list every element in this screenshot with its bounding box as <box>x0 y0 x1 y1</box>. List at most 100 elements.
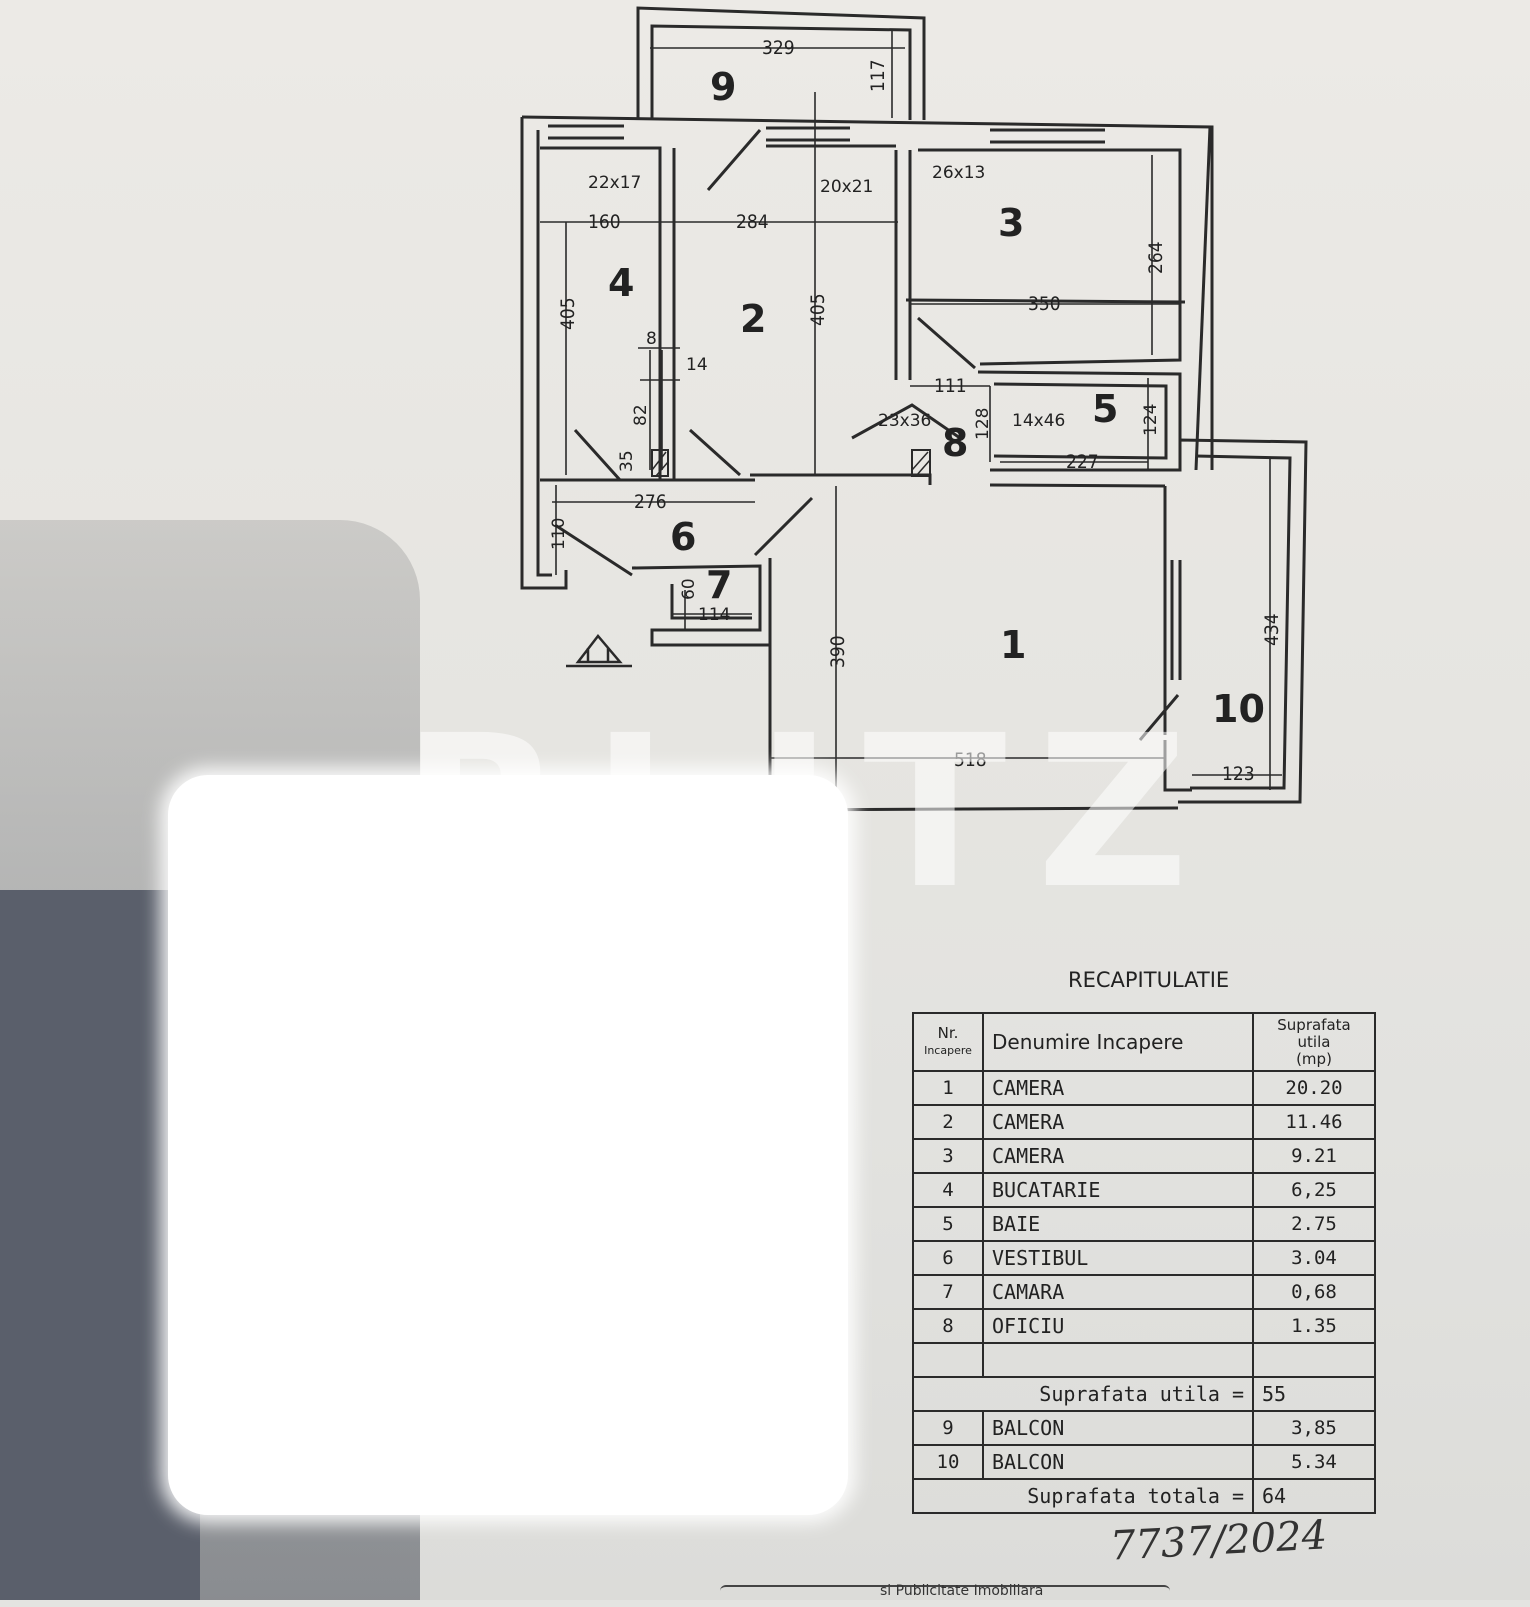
dim-label: 350 <box>1028 293 1061 315</box>
row-name: BALCON <box>982 1410 1254 1446</box>
row-area: 1.35 <box>1252 1308 1376 1344</box>
dim-label: 60 <box>679 578 699 600</box>
row-name: BUCATARIE <box>982 1172 1254 1208</box>
header-nr: Nr. Incapere <box>912 1012 984 1072</box>
room-number-3: 3 <box>998 201 1024 245</box>
dim-label: 110 <box>549 518 569 550</box>
header-name: Denumire Incapere <box>982 1012 1254 1072</box>
row-area: 11.46 <box>1252 1104 1376 1140</box>
row-area: 20.20 <box>1252 1070 1376 1106</box>
row-area: 0,68 <box>1252 1274 1376 1310</box>
dim-label: 123 <box>1222 763 1255 785</box>
room-number-10: 10 <box>1212 687 1265 731</box>
dim-label: 276 <box>634 491 667 513</box>
dim-label: 227 <box>1066 451 1099 473</box>
room-number-2: 2 <box>740 297 766 341</box>
room-number-1: 1 <box>1000 623 1026 667</box>
room-number-8: 8 <box>942 421 968 465</box>
row-area-empty <box>1252 1342 1376 1378</box>
dim-label: 22x17 <box>588 173 641 193</box>
dim-label: 117 <box>867 59 889 92</box>
dim-label: 23x36 <box>878 411 931 431</box>
total-area-value: 64 <box>1253 1478 1376 1514</box>
dim-label: 111 <box>934 375 967 397</box>
header-nr-sub: Incapere <box>924 1044 972 1057</box>
row-nr: 2 <box>912 1104 984 1140</box>
table-header-row: Nr. Incapere Denumire Incapere Suprafata… <box>912 1012 1376 1072</box>
util-area-value: 55 <box>1253 1376 1376 1412</box>
dim-label: 26x13 <box>932 163 985 183</box>
recap-title: RECAPITULATIE <box>1068 968 1230 992</box>
total-area-label: Suprafata totala = <box>912 1478 1254 1514</box>
row-name: VESTIBUL <box>982 1240 1254 1276</box>
dim-label: 114 <box>698 605 730 625</box>
footer-stamp-border <box>720 1585 1170 1607</box>
row-area: 3,85 <box>1252 1410 1376 1446</box>
room-number-5: 5 <box>1092 387 1118 431</box>
row-nr: 4 <box>912 1172 984 1208</box>
dim-label: 35 <box>617 450 637 472</box>
row-nr: 1 <box>912 1070 984 1106</box>
room-number-6: 6 <box>670 515 696 559</box>
total-area-row: Suprafata totala = 64 <box>912 1478 1376 1514</box>
dim-label: 390 <box>827 635 849 668</box>
row-name-empty <box>982 1342 1254 1378</box>
row-area: 6,25 <box>1252 1172 1376 1208</box>
table-row-empty <box>912 1342 1376 1378</box>
row-nr: 9 <box>912 1410 984 1446</box>
room-number-4: 4 <box>608 261 634 305</box>
dim-label: 124 <box>1141 404 1161 436</box>
area-summary-table: Nr. Incapere Denumire Incapere Suprafata… <box>912 1012 1376 1514</box>
row-name: CAMERA <box>982 1138 1254 1174</box>
row-name: CAMERA <box>982 1070 1254 1106</box>
header-area: Suprafata utila (mp) <box>1252 1012 1376 1072</box>
row-nr: 10 <box>912 1444 984 1480</box>
scan-shadow-dark <box>0 890 200 1600</box>
wall-lines <box>520 6 1308 812</box>
footer-stamp-text: si Publicitate Imobiliara <box>880 1583 1044 1599</box>
row-name: BAIE <box>982 1206 1254 1242</box>
dim-label: 20x21 <box>820 177 873 197</box>
dim-label: 160 <box>588 211 621 233</box>
row-nr: 5 <box>912 1206 984 1242</box>
dim-label: 284 <box>736 211 769 233</box>
header-area-label: Suprafata utila <box>1277 1015 1351 1051</box>
entrance-arrow-icon <box>566 634 632 668</box>
row-area: 2.75 <box>1252 1206 1376 1242</box>
row-area: 5.34 <box>1252 1444 1376 1480</box>
header-nr-label: Nr. <box>937 1024 959 1042</box>
row-name: CAMARA <box>982 1274 1254 1310</box>
dim-label: 264 <box>1145 241 1167 274</box>
row-area: 3.04 <box>1252 1240 1376 1276</box>
row-area: 9.21 <box>1252 1138 1376 1174</box>
header-area-unit: (mp) <box>1296 1049 1332 1068</box>
room-number-7: 7 <box>706 563 732 607</box>
row-nr-empty <box>912 1342 984 1378</box>
row-name: OFICIU <box>982 1308 1254 1344</box>
row-nr: 3 <box>912 1138 984 1174</box>
hatched-column <box>651 449 931 477</box>
dim-label: 434 <box>1261 613 1283 646</box>
dim-label: 518 <box>954 749 987 771</box>
dimension-lines <box>540 30 1282 800</box>
dim-label: 14x46 <box>1012 411 1065 431</box>
dim-label: 128 <box>973 408 993 440</box>
dim-label: 82 <box>631 404 651 426</box>
dim-label: 405 <box>807 293 829 326</box>
row-nr: 6 <box>912 1240 984 1276</box>
row-name: BALCON <box>982 1444 1254 1480</box>
util-area-row: Suprafata utila = 55 <box>912 1376 1376 1412</box>
row-nr: 7 <box>912 1274 984 1310</box>
dim-label: 8 <box>646 329 657 349</box>
dim-label: 329 <box>762 37 795 59</box>
redaction-blur-box <box>168 775 848 1515</box>
